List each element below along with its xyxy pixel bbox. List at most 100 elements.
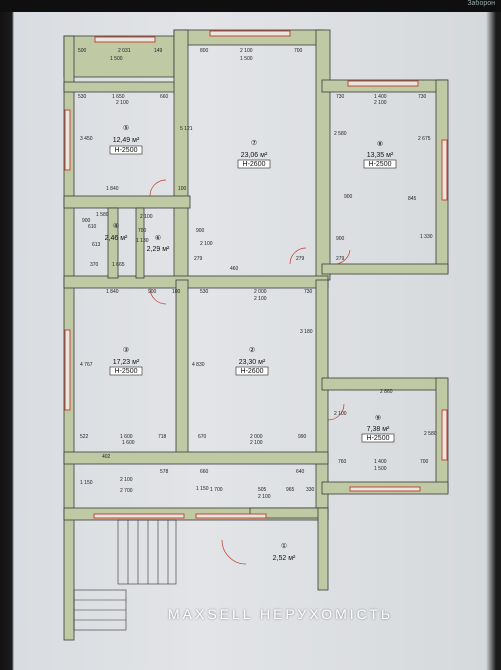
window-top-center <box>209 30 291 37</box>
dimension-label: 2 580 <box>334 131 347 137</box>
room-8-number: ⑧ <box>377 140 383 148</box>
dimension-label: 1 500 <box>240 56 253 62</box>
room-3-number: ③ <box>123 346 129 354</box>
dimension-label: 2 100 <box>140 214 153 220</box>
dimension-label: 460 <box>230 266 239 272</box>
window-bottom-3 <box>349 486 421 492</box>
dimension-label: 2 000 <box>250 434 263 440</box>
dimension-label: 530 <box>200 289 209 295</box>
room-5-height: H-2500 <box>115 147 138 154</box>
dimension-label: 1 665 <box>112 262 125 268</box>
dimension-label: 965 <box>286 487 295 493</box>
dimension-label: 613 <box>92 242 101 248</box>
dimension-label: 279 <box>194 256 203 262</box>
room-7-height: H-2600 <box>243 161 266 168</box>
dimension-label: 718 <box>158 434 167 440</box>
dimension-label: 1 580 <box>96 212 109 218</box>
window-top-right <box>347 80 419 87</box>
dimension-label: 760 <box>338 459 347 465</box>
room-5-number: ⑤ <box>123 124 129 132</box>
window-top-left <box>94 36 156 43</box>
room-6-number: ⑥ <box>155 234 161 242</box>
dimension-label: 2 700 <box>120 488 133 494</box>
room-9-height: H-2500 <box>367 435 390 442</box>
stairs <box>73 519 177 631</box>
dimension-label: 1 600 <box>120 434 133 440</box>
dimension-label: 730 <box>418 94 427 100</box>
wall-room5-bottom <box>63 195 191 209</box>
door-room3 <box>149 287 167 305</box>
dimension-label: 1 600 <box>122 440 135 446</box>
window-right-2 <box>441 409 448 461</box>
dimension-label: 2 100 <box>200 241 213 247</box>
room-6-area: 2,29 м² <box>147 246 170 253</box>
wall-top-left <box>63 35 175 78</box>
wall-room4-right <box>107 207 119 279</box>
dimension-label: 1 130 <box>136 238 149 244</box>
dimension-label: 1 400 <box>374 459 387 465</box>
room-3-height: H-2500 <box>115 368 138 375</box>
dimension-label: 2 100 <box>240 48 253 54</box>
room-8-area: 13,35 м² <box>367 152 394 159</box>
windows <box>64 30 448 519</box>
window-bottom-2 <box>195 513 267 519</box>
wall-mid-left <box>173 29 189 281</box>
room-5-area: 12,49 м² <box>113 137 140 144</box>
dimension-label: 2 100 <box>374 100 387 106</box>
dimension-label: 660 <box>200 469 209 475</box>
dimension-label: 800 <box>200 48 209 54</box>
room-8-height: H-2500 <box>369 161 392 168</box>
dimension-label: 1 840 <box>106 289 119 295</box>
dimension-label: 900 <box>196 228 205 234</box>
dimension-label: 100 <box>178 186 187 192</box>
room-1-area: 2,52 м² <box>273 555 296 562</box>
dimension-label: 402 <box>102 454 111 460</box>
dimension-label: 700 <box>420 459 429 465</box>
dimension-label: 640 <box>296 469 305 475</box>
dimension-label: 2 100 <box>120 477 133 483</box>
dimension-label: 1 650 <box>112 94 125 100</box>
dimension-label: 990 <box>298 434 307 440</box>
door-room7 <box>289 247 307 265</box>
dimension-label: 279 <box>336 256 345 262</box>
stairs-upper <box>117 519 177 585</box>
wall-room6-left <box>135 207 145 279</box>
dimension-label: 370 <box>90 262 99 268</box>
dimension-label: 279 <box>296 256 305 262</box>
room-9-number: ⑨ <box>375 414 381 422</box>
dimension-label: 4 830 <box>192 362 205 368</box>
door-entry <box>221 539 247 565</box>
dimension-label: 2 100 <box>334 411 347 417</box>
dimension-label: 578 <box>160 469 169 475</box>
dimension-label: 2 100 <box>250 440 263 446</box>
dimension-label: 2 580 <box>424 431 437 437</box>
wall-center-right <box>315 29 331 281</box>
dimension-label: 100 <box>172 289 181 295</box>
topbar-text: Заборон <box>467 0 495 7</box>
window-left-1 <box>64 109 71 171</box>
dimension-label: 1 330 <box>420 234 433 240</box>
dimension-label: 700 <box>294 48 303 54</box>
room-2-number: ② <box>249 346 255 354</box>
dimension-label: 1 500 <box>110 56 123 62</box>
dimension-label: 3 450 <box>80 136 93 142</box>
dimension-label: 530 <box>78 94 87 100</box>
dimension-label: 500 <box>78 48 87 54</box>
wall-entry-right <box>317 507 329 591</box>
dimension-label: 2 100 <box>116 100 129 106</box>
wall-room5-top <box>63 81 187 93</box>
dimension-label: 2 000 <box>254 289 267 295</box>
room-4-area: 2,46 м² <box>105 235 128 242</box>
dimension-label: 845 <box>408 196 417 202</box>
dimension-label: 2 031 <box>118 48 131 54</box>
dimension-label: 900 <box>82 218 91 224</box>
dimension-label: 1 400 <box>374 94 387 100</box>
dimension-label: 670 <box>198 434 207 440</box>
doors <box>149 179 351 565</box>
dimension-label: 2 675 <box>418 136 431 142</box>
dimension-label: 1 150 <box>196 486 209 492</box>
room-labels: ⑤ 12,49 м² H-2500 ⑦ 23,06 м² H-2600 ⑧ 13… <box>105 124 397 562</box>
wall-right-bottom <box>321 263 449 275</box>
